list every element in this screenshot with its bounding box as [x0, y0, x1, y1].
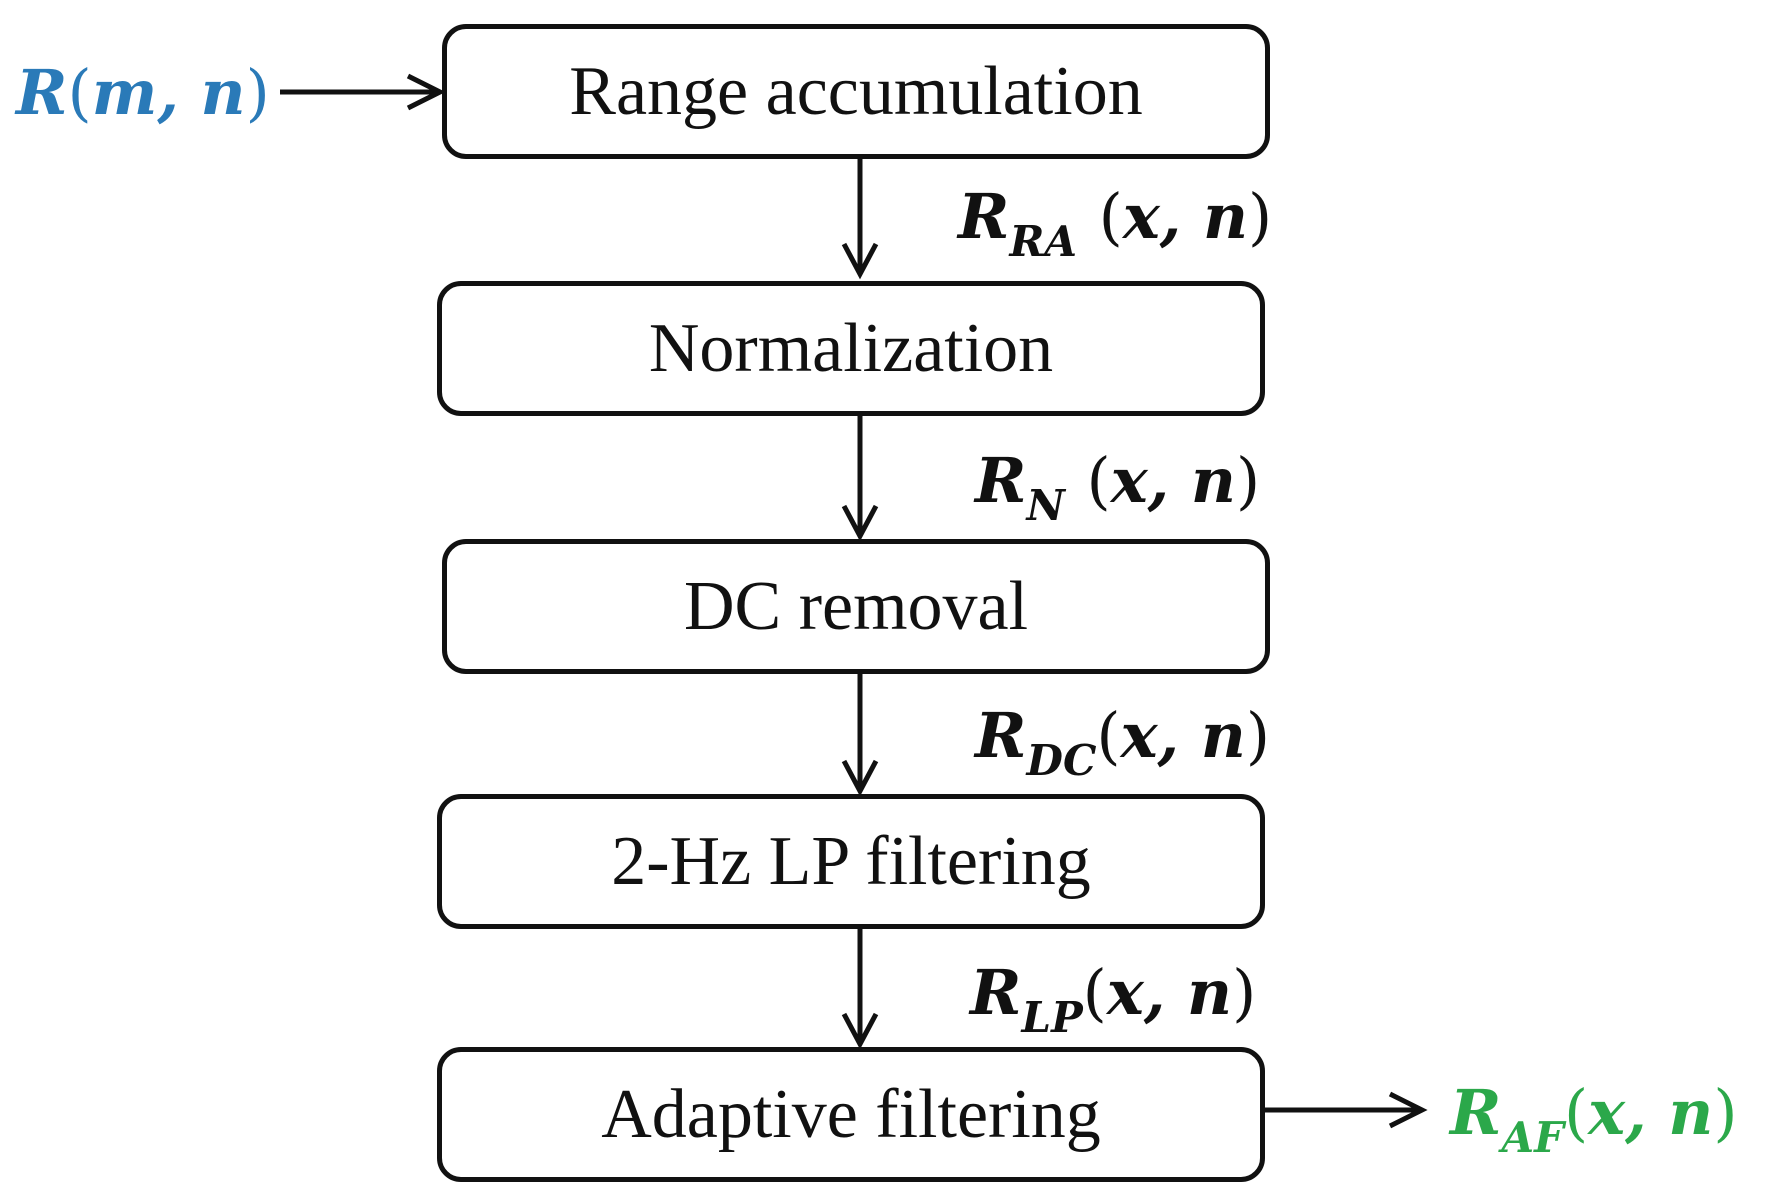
input-signal-label: R(m, n)	[16, 56, 270, 129]
block-dc-removal: DC removal	[442, 539, 1270, 674]
signal-lp-symbol: R	[970, 956, 1022, 1029]
block-lp-filtering: 2-Hz LP filtering	[437, 794, 1265, 929]
input-arrowhead	[406, 73, 446, 111]
signal-dc-args: x, n	[1120, 699, 1246, 772]
signal-lp-args: x, n	[1106, 956, 1233, 1029]
signal-ra-subscript: RA	[1009, 217, 1078, 266]
output-signal-label: RAF(x, n)	[1450, 1076, 1738, 1162]
signal-label-ra: RRA (x, n)	[958, 180, 1273, 266]
arrowhead-4	[841, 1012, 879, 1050]
input-signal-args: m, n	[91, 56, 246, 129]
block-normalization-label: Normalization	[648, 309, 1054, 387]
signal-ra-args: x, n	[1122, 180, 1249, 253]
signal-n-symbol: R	[975, 444, 1027, 517]
block-adaptive-filtering-label: Adaptive filtering	[601, 1075, 1101, 1153]
signal-label-dc: RDC(x, n)	[975, 699, 1271, 785]
signal-n-args: x, n	[1110, 444, 1236, 517]
output-signal-args: x, n	[1588, 1076, 1714, 1149]
signal-dc-symbol: R	[975, 699, 1027, 772]
signal-label-n: RN (x, n)	[975, 444, 1261, 530]
block-lp-filtering-label: 2-Hz LP filtering	[611, 822, 1091, 900]
signal-n-subscript: N	[1026, 481, 1065, 530]
block-normalization: Normalization	[437, 281, 1265, 416]
signal-ra-symbol: R	[958, 180, 1010, 253]
block-range-accumulation: Range accumulation	[442, 24, 1270, 159]
input-signal-symbol: R	[16, 56, 68, 129]
arrowhead-3	[841, 759, 879, 797]
output-arrowhead	[1388, 1091, 1428, 1129]
arrowhead-2	[841, 504, 879, 542]
block-adaptive-filtering: Adaptive filtering	[437, 1047, 1265, 1182]
output-signal-subscript: AF	[1501, 1113, 1564, 1162]
arrowhead-1	[841, 242, 879, 280]
output-signal-symbol: R	[1450, 1076, 1502, 1149]
block-range-accumulation-label: Range accumulation	[569, 52, 1143, 130]
block-dc-removal-label: DC removal	[683, 567, 1029, 645]
signal-label-lp: RLP(x, n)	[970, 956, 1257, 1042]
signal-dc-subscript: DC	[1026, 736, 1097, 785]
signal-lp-subscript: LP	[1021, 993, 1083, 1042]
